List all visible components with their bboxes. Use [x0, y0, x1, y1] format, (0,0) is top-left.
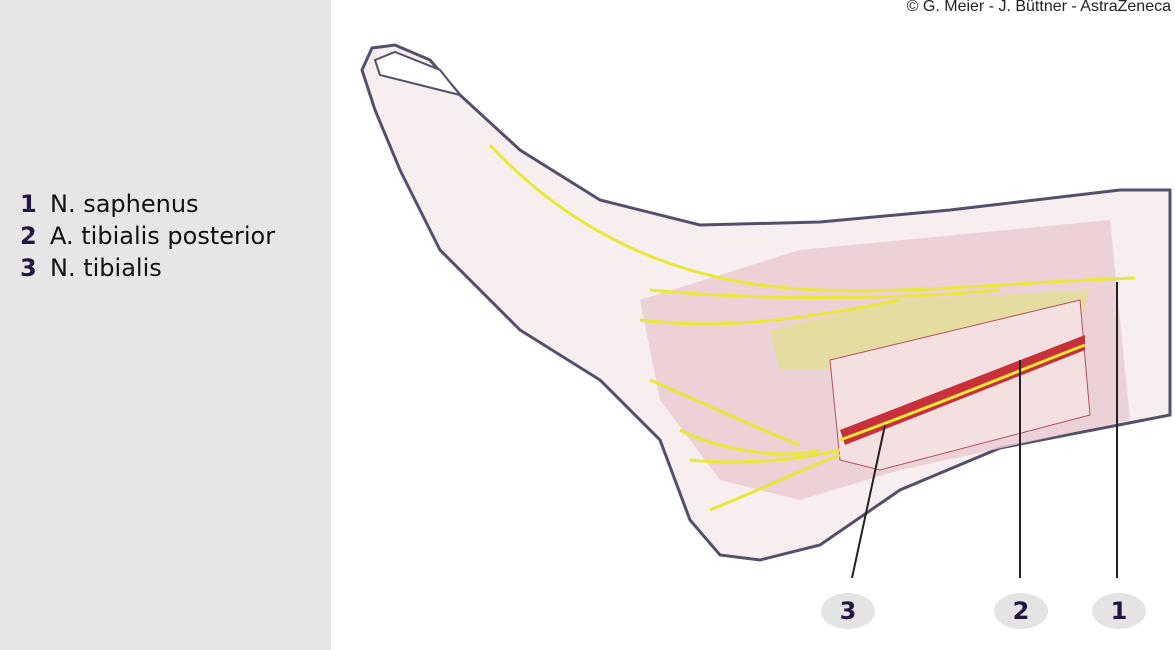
legend-label: A. tibialis posterior	[50, 222, 276, 250]
callout-2: 2	[994, 593, 1048, 629]
legend-item-3: 3 N. tibialis	[20, 254, 162, 282]
leader-lines	[851, 282, 1118, 579]
nerve-branch	[649, 378, 801, 447]
bone	[770, 290, 1090, 370]
legend-number: 2	[20, 222, 37, 250]
callout-1: 1	[1092, 593, 1146, 629]
legend-number: 1	[20, 190, 37, 218]
legend-item-1: 1 N. saphenus	[20, 190, 199, 218]
legend-label: N. tibialis	[50, 254, 162, 282]
nerves	[488, 143, 1136, 512]
nerve-branch	[689, 448, 841, 464]
saphenous-nerve	[488, 143, 1136, 293]
nerve-branch	[639, 298, 901, 326]
nerve-branch	[679, 428, 821, 456]
tibial-nerve	[839, 343, 1086, 442]
copyright-text: © G. Meier - J. Büttner - AstraZeneca	[906, 0, 1171, 15]
callout-3: 3	[821, 593, 875, 629]
foot-illustration	[360, 43, 1172, 579]
legend-panel: 1 N. saphenus 2 A. tibialis posterior 3 N. …	[0, 0, 331, 650]
legend-number: 3	[20, 254, 37, 282]
nerve-branch	[649, 288, 1001, 299]
legend-label: N. saphenus	[50, 190, 199, 218]
leader-line-3	[851, 424, 886, 579]
toenail	[373, 50, 463, 97]
nerve-branch	[709, 453, 841, 512]
legend-item-2: 2 A. tibialis posterior	[20, 222, 275, 250]
